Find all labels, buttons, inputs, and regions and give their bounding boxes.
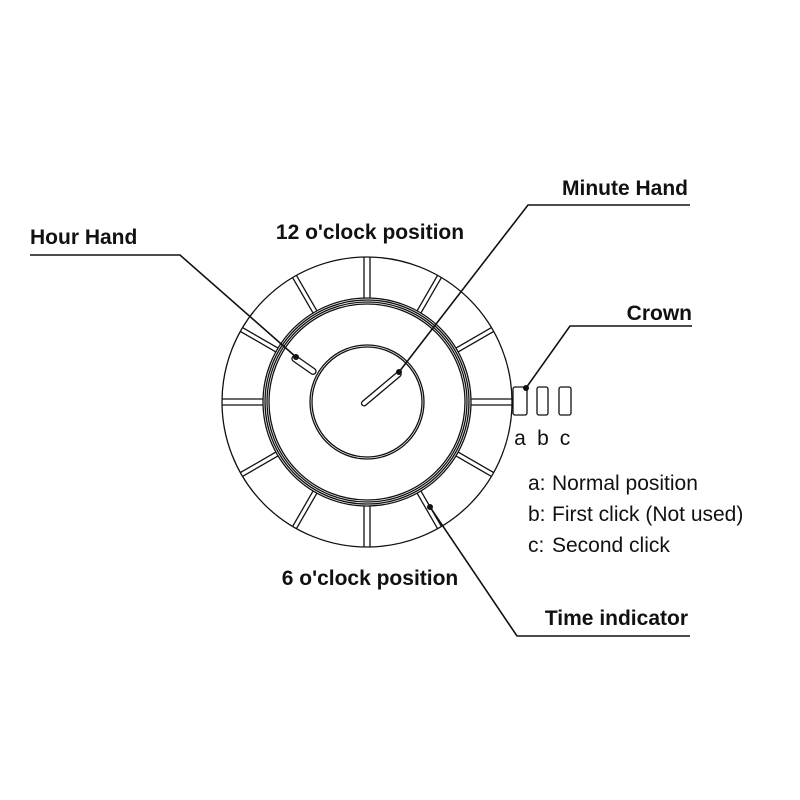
crown-letter-c: c [560, 427, 571, 450]
hour-marker-line [455, 327, 492, 349]
legend-key: c: [528, 534, 544, 557]
hour-markers [222, 257, 512, 547]
crown-legend: a: Normal position b: First click (Not u… [528, 472, 743, 557]
time-indicator-label: Time indicator [545, 607, 688, 630]
crown-label: Crown [627, 302, 692, 325]
hour-hand [291, 355, 317, 375]
legend-key: a: [528, 472, 546, 495]
legend-text: Normal position [552, 472, 698, 495]
leader-dots [293, 354, 529, 510]
minute-hand [360, 371, 402, 407]
six-oclock-label: 6 o'clock position [282, 567, 459, 590]
legend-text: First click (Not used) [552, 503, 743, 526]
hour-marker-line [457, 330, 494, 353]
hour-marker-line [242, 327, 279, 349]
hour-marker-line [295, 275, 318, 312]
hour-marker-line [242, 455, 279, 477]
hour-marker-line [292, 277, 314, 314]
twelve-oclock-label: 12 o'clock position [276, 221, 464, 244]
crown-letter-a: a [514, 427, 526, 450]
hour-marker-line [416, 275, 439, 312]
hour-marker-line [295, 492, 318, 529]
minute-hand-label: Minute Hand [562, 177, 688, 200]
hour-marker-line [455, 455, 492, 477]
hour-marker-line [240, 451, 277, 474]
crown-position-b [536, 386, 549, 416]
crown-position-c [558, 386, 572, 416]
inner-bezel-rings [262, 297, 472, 507]
hour-marker-line [416, 492, 439, 529]
dial-center-circle [309, 344, 425, 460]
legend-key: b: [528, 503, 546, 526]
hour-marker-line [457, 451, 494, 474]
leader-lines [30, 204, 692, 637]
hour-marker-line [240, 330, 277, 353]
crown-position-a [512, 386, 528, 416]
hour-marker-line [292, 490, 314, 527]
hour-hand-label: Hour Hand [30, 226, 137, 249]
hour-marker-line [420, 277, 442, 314]
crown-letter-b: b [537, 427, 549, 450]
watch-case-outline [221, 256, 513, 548]
legend-text: Second click [552, 534, 670, 557]
